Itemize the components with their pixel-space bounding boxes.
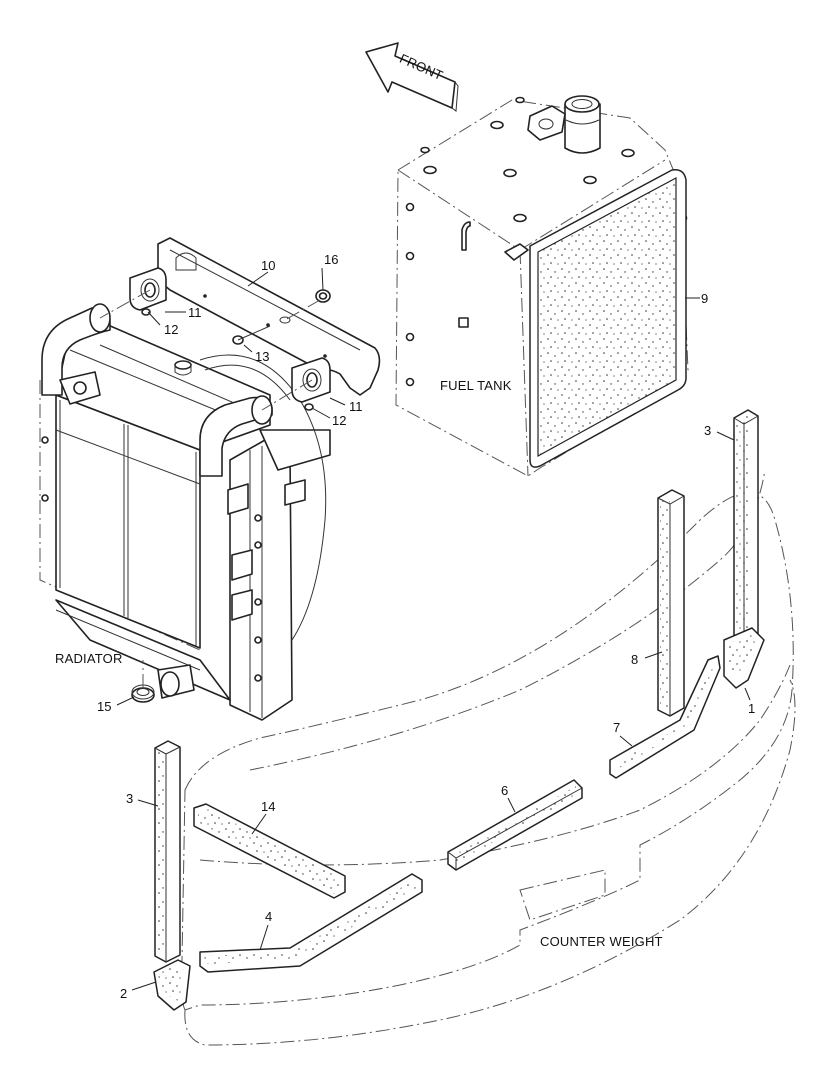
callout-numbers: 9 10 16 11 12 13 11 12 3 8 1 7 6 14 3 4 … (97, 252, 755, 1001)
callout-14: 14 (261, 799, 275, 814)
callout-12-lower: 12 (332, 413, 346, 428)
callout-4: 4 (265, 909, 272, 924)
pipe-flange-upper (129, 267, 167, 311)
callout-2: 2 (120, 986, 127, 1001)
callout-16: 16 (324, 252, 338, 267)
callout-13: 13 (255, 349, 269, 364)
pad-4 (199, 873, 423, 973)
fuel-tank-body (395, 99, 689, 477)
o-ring-upper (141, 308, 151, 316)
fuel-tank-label: FUEL TANK (440, 378, 512, 393)
radiator: RADIATOR (39, 303, 331, 721)
callout-1: 1 (748, 701, 755, 716)
callout-12-upper: 12 (164, 322, 178, 337)
o-ring-lower (304, 403, 314, 411)
radiator-cap (174, 360, 192, 370)
callout-6: 6 (501, 783, 508, 798)
fuel-tank: FUEL TANK (395, 95, 689, 477)
pad-6 (447, 779, 583, 871)
counter-weight-body (180, 492, 794, 1011)
pad-3-left (154, 740, 181, 963)
pad-2 (153, 959, 191, 1011)
sender-plate (527, 105, 566, 141)
pad-1 (723, 627, 765, 689)
seal-15 (131, 660, 155, 703)
callout-3-right: 3 (704, 423, 711, 438)
radiator-label: RADIATOR (55, 651, 123, 666)
callout-11-lower: 11 (349, 399, 363, 414)
filler-neck (564, 95, 601, 154)
pad-7 (609, 655, 721, 779)
callout-3-left: 3 (126, 791, 133, 806)
pad-3-right (733, 409, 759, 649)
callout-10: 10 (261, 258, 275, 273)
callout-15: 15 (97, 699, 111, 714)
pipe-flange-lower (291, 357, 331, 403)
radiator-upper-pipe (41, 306, 111, 396)
pad-14 (193, 803, 346, 899)
pad-8 (657, 489, 685, 717)
bolt-13 (232, 316, 291, 345)
grommet-16 (315, 289, 331, 303)
callout-9: 9 (701, 291, 708, 306)
callout-11-upper: 11 (188, 305, 202, 320)
tank-top-bosses (420, 96, 635, 223)
front-arrow: FRONT (365, 42, 459, 112)
callout-8: 8 (631, 652, 638, 667)
callout-leaders (116, 267, 751, 991)
radiator-brackets (227, 483, 253, 621)
counter-weight-label: COUNTER WEIGHT (540, 934, 663, 949)
callout-7: 7 (613, 720, 620, 735)
